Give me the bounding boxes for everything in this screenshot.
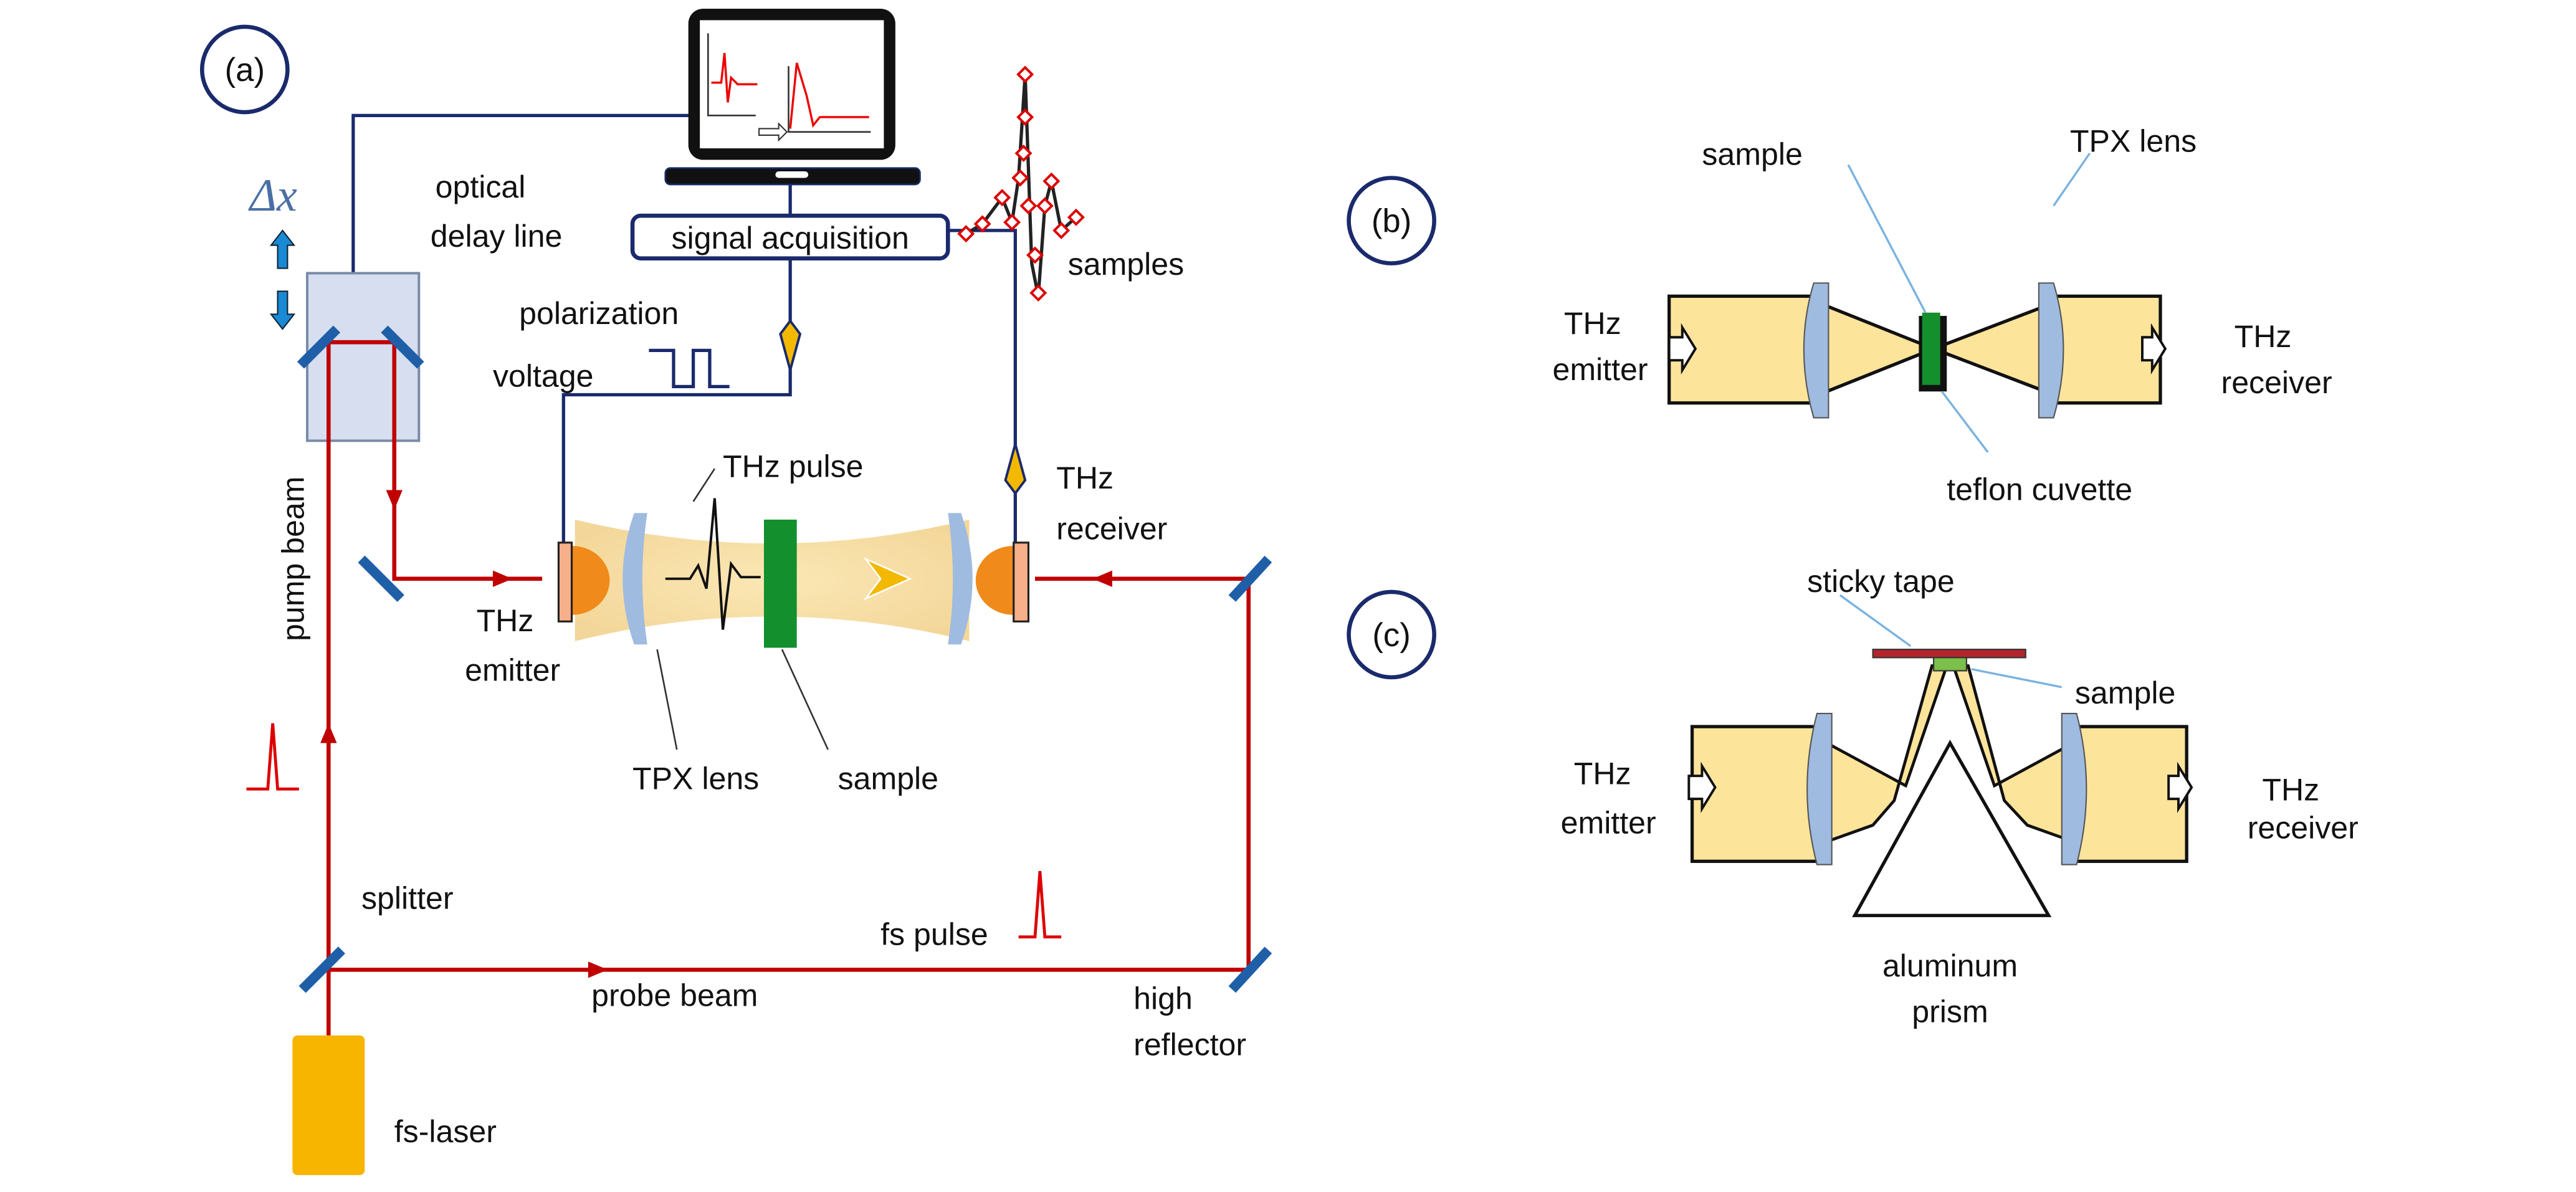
sample bbox=[1933, 657, 1967, 672]
splitter-label: splitter bbox=[361, 881, 453, 916]
emitter-dome bbox=[571, 546, 610, 615]
sample-label: sample bbox=[1702, 136, 1802, 171]
beam-direction-arrow bbox=[386, 490, 403, 510]
signal-acquisition-box bbox=[630, 213, 950, 260]
emitter-beam bbox=[1690, 725, 1829, 863]
lens-icon bbox=[2061, 712, 2087, 865]
panel-label: (a) bbox=[225, 52, 265, 88]
thz-pulse-icon bbox=[665, 498, 761, 630]
aluminum-prism-label-2: prism bbox=[1912, 994, 1988, 1029]
lens-icon bbox=[623, 513, 647, 645]
thz-receiver-label-1: THz bbox=[2235, 319, 2292, 354]
pulse-icon bbox=[246, 723, 299, 791]
thz-emitter-label-1: THz bbox=[477, 603, 534, 638]
samples-label: samples bbox=[1068, 247, 1184, 282]
beam-direction-arrow bbox=[588, 961, 608, 978]
high-reflector-label-2: reflector bbox=[1133, 1027, 1246, 1062]
arrow-icon bbox=[1667, 323, 1697, 374]
beam-direction-arrow bbox=[492, 570, 513, 587]
tpx-lens-label: TPX lens bbox=[2070, 123, 2197, 158]
thz-emitter-label-1: THz bbox=[1564, 306, 1621, 341]
thz-emitter bbox=[557, 541, 573, 622]
pulse-icon bbox=[1018, 870, 1062, 938]
probe-beam-label: probe beam bbox=[591, 978, 758, 1013]
high-reflector-label-1: high bbox=[1133, 981, 1193, 1016]
lens-icon bbox=[1806, 712, 1833, 865]
aluminum-prism bbox=[1852, 740, 2052, 917]
sticky-tape-label: sticky tape bbox=[1807, 564, 1955, 599]
panel-label-circle bbox=[199, 24, 290, 115]
thz-emitter-label-2: emitter bbox=[1552, 352, 1648, 387]
panel-label-circle bbox=[1347, 176, 1436, 265]
arrow-icon bbox=[1687, 761, 1717, 813]
arrow-up-icon bbox=[269, 229, 296, 269]
fs-laser bbox=[292, 1035, 365, 1175]
panel-c: (c) sticky tape sample THz emitter THz r… bbox=[1347, 564, 2359, 1029]
connector-icon bbox=[779, 318, 802, 375]
teflon-cuvette-label: teflon cuvette bbox=[1947, 472, 2132, 507]
laser-beam-path bbox=[327, 340, 1251, 1036]
lens-icon bbox=[2038, 282, 2064, 419]
receiver-dome bbox=[975, 546, 1014, 615]
aluminum-prism-label-1: aluminum bbox=[1882, 948, 2018, 983]
fs-laser-label: fs-laser bbox=[394, 1114, 497, 1149]
panel-label-circle bbox=[1347, 589, 1436, 680]
lens-icon bbox=[1803, 282, 1829, 419]
sample-label: sample bbox=[838, 761, 938, 796]
thz-emitter-label-1: THz bbox=[1574, 756, 1631, 791]
panel-b: (b) sample TPX lens THz emitter THz rece… bbox=[1347, 123, 2332, 507]
arrow-down-icon bbox=[269, 290, 296, 330]
panel-label: (b) bbox=[1371, 203, 1411, 240]
arrow-icon bbox=[2140, 323, 2167, 374]
arrow-icon bbox=[2167, 761, 2193, 813]
panel-a: (a) signal acquisition bbox=[199, 8, 1272, 1175]
thz-receiver-label-1: THz bbox=[2262, 773, 2319, 808]
thz-receiver-label-2: receiver bbox=[2221, 365, 2332, 400]
laptop-icon bbox=[664, 8, 921, 186]
connector-icon bbox=[1004, 439, 1027, 496]
panel-label: (c) bbox=[1372, 617, 1410, 654]
thz-receiver bbox=[1013, 541, 1030, 622]
beam-direction-arrow bbox=[320, 723, 337, 743]
polarization-voltage-label-2: voltage bbox=[493, 358, 593, 393]
direction-arrow-icon bbox=[863, 556, 912, 601]
sample bbox=[763, 519, 797, 648]
sample bbox=[1922, 312, 1940, 385]
sticky-tape bbox=[1872, 649, 2026, 659]
optical-delay-line-stage[interactable] bbox=[306, 272, 421, 442]
thz-emitter-label-2: emitter bbox=[465, 652, 560, 687]
fs-pulse-label: fs pulse bbox=[880, 917, 988, 952]
thz-receiver-label-1: THz bbox=[1056, 460, 1114, 495]
sample-label: sample bbox=[2075, 675, 2175, 710]
optical-delay-line-label-2: delay line bbox=[431, 219, 563, 254]
sampled-waveform-icon bbox=[957, 65, 1085, 302]
square-wave-icon bbox=[649, 348, 730, 388]
lens-icon bbox=[948, 513, 973, 645]
delta-x-label: Δx bbox=[248, 169, 297, 221]
tpx-lens-label: TPX lens bbox=[632, 761, 759, 796]
thz-receiver-label-2: receiver bbox=[2248, 810, 2359, 845]
pump-beam-label: pump beam bbox=[276, 477, 311, 641]
signal-acquisition-label: signal acquisition bbox=[671, 221, 909, 255]
thz-emitter-label-2: emitter bbox=[1561, 805, 1656, 840]
thz-pulse-label: THz pulse bbox=[723, 449, 863, 484]
polarization-voltage-label-1: polarization bbox=[519, 296, 679, 331]
optical-delay-line-label-1: optical bbox=[436, 169, 526, 204]
beam-direction-arrow bbox=[1092, 570, 1112, 587]
mirror-icons bbox=[297, 325, 1272, 993]
thz-receiver-label-2: receiver bbox=[1056, 512, 1167, 546]
